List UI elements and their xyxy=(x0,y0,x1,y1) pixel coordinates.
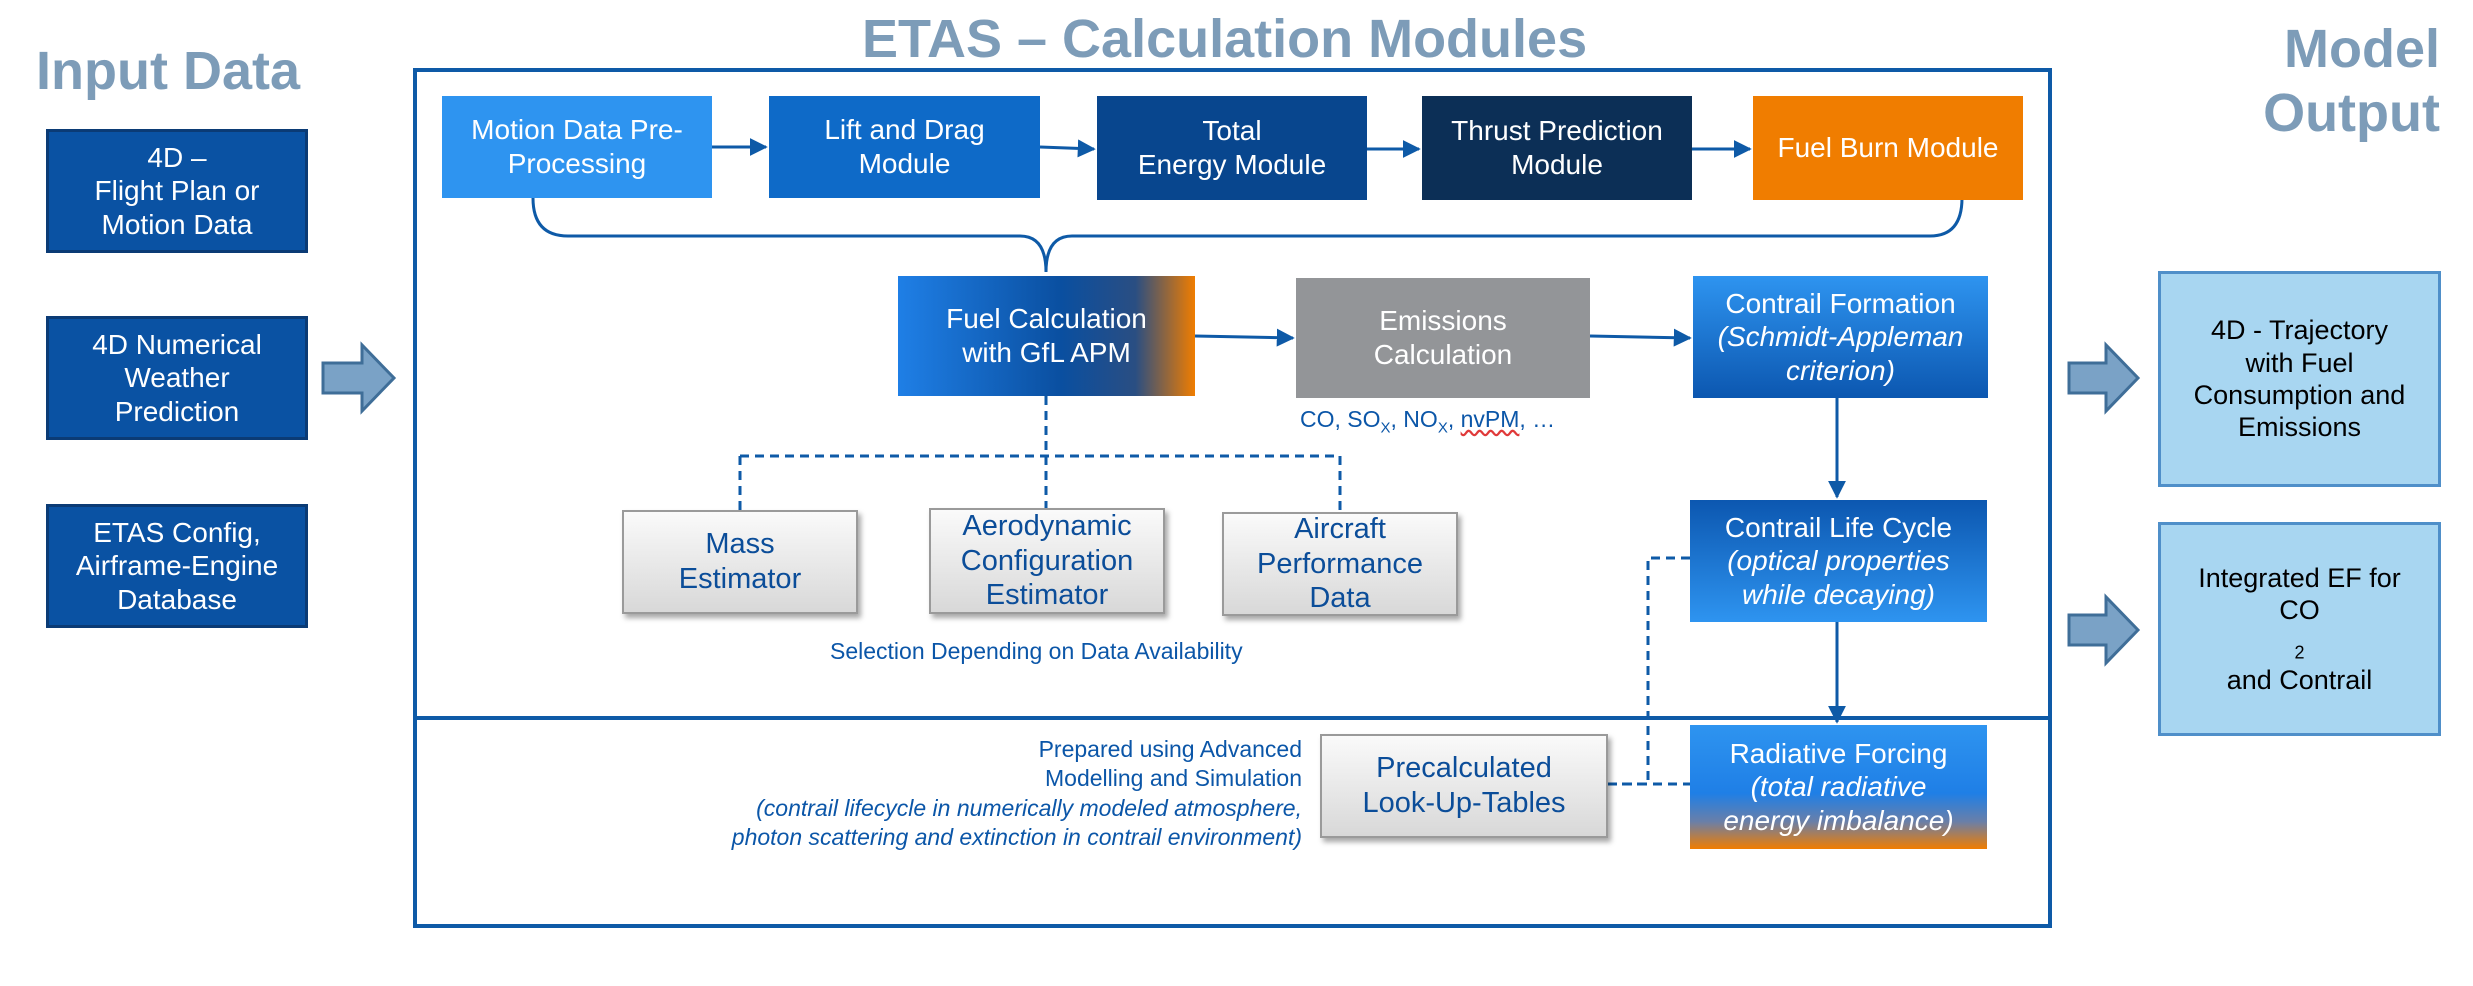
species-tail: , … xyxy=(1519,406,1556,432)
module-motion-line1: Motion Data Pre- xyxy=(471,114,683,146)
output-trajectory-line1: 4D - Trajectory xyxy=(2210,315,2389,346)
output-flow-arrow-2 xyxy=(2067,593,2141,667)
prepared-line1: Prepared using Advanced xyxy=(1038,736,1302,762)
input-flight-plan-line2: Flight Plan or xyxy=(94,175,260,207)
input-etas-config: ETAS Config, Airframe-Engine Database xyxy=(46,504,308,628)
estimator-mass-line1: Mass xyxy=(705,528,775,561)
prepared-italic-line2: photon scattering and extinction in cont… xyxy=(731,824,1302,851)
selection-note: Selection Depending on Data Availability xyxy=(830,638,1243,664)
radiative-title: Radiative Forcing xyxy=(1729,737,1948,769)
lookup-line2: Look-Up-Tables xyxy=(1362,787,1566,819)
radiative-sub2: energy imbalance) xyxy=(1723,804,1954,836)
input-config-line3: Database xyxy=(117,583,237,615)
output-ef-co2-sub: 2 xyxy=(2294,642,2305,663)
species-co-so: CO, SO xyxy=(1300,406,1381,432)
lookup-dashed-connector xyxy=(1608,556,1690,786)
species-separator: , xyxy=(1447,406,1461,432)
lookup-line1: Precalculated xyxy=(1376,752,1552,785)
species-nox: , NO xyxy=(1390,406,1438,432)
input-flow-arrow xyxy=(321,341,397,415)
module-total-energy: Total Energy Module xyxy=(1097,96,1367,200)
module-contrail-life-cycle: Contrail Life Cycle (optical properties … xyxy=(1690,500,1987,622)
contrail-life-title: Contrail Life Cycle xyxy=(1724,511,1953,543)
precalculated-lookup-tables: Precalculated Look-Up-Tables xyxy=(1320,734,1608,838)
output-ef-co: CO xyxy=(2279,595,2320,626)
module-lift-line2: Module xyxy=(858,148,951,179)
model-output-heading-line2: Output xyxy=(2263,82,2440,143)
input-flight-plan: 4D – Flight Plan or Motion Data xyxy=(46,129,308,253)
estimator-mass: Mass Estimator xyxy=(622,510,858,614)
output-ef-line1: Integrated EF for xyxy=(2198,562,2401,593)
contrail-formation-title: Contrail Formation xyxy=(1725,287,1956,319)
species-sox-sub: X xyxy=(1380,419,1391,437)
arrow-fuelcalc-to-emissions xyxy=(1194,328,1295,347)
radiative-sub1: (total radiative xyxy=(1750,771,1927,803)
input-weather-line3: Prediction xyxy=(114,395,240,427)
output-flow-arrow-1 xyxy=(2067,341,2141,415)
input-weather-prediction: 4D Numerical Weather Prediction xyxy=(46,316,308,440)
output-trajectory: 4D - Trajectory with Fuel Consumption an… xyxy=(2158,271,2441,487)
module-fuelcalc-line1: Fuel Calculation xyxy=(946,303,1147,335)
module-emissions-line1: Emissions xyxy=(1379,305,1507,337)
estimator-perf-line2: Performance xyxy=(1256,547,1423,580)
estimator-aero-line1: Aerodynamic xyxy=(962,509,1132,542)
contrail-formation-sub1: (Schmidt-Appleman xyxy=(1717,321,1964,353)
module-energy-line1: Total xyxy=(1202,115,1262,147)
estimator-aero-line3: Estimator xyxy=(985,579,1109,612)
module-radiative-forcing: Radiative Forcing (total radiative energ… xyxy=(1690,725,1987,849)
top-row-brace xyxy=(531,197,1964,273)
output-integrated-ef: Integrated EF for CO 2 and Contrail xyxy=(2158,522,2441,736)
estimator-perf-line3: Data xyxy=(1309,582,1371,615)
input-config-line1: ETAS Config, xyxy=(93,516,261,548)
module-lift-drag: Lift and Drag Module xyxy=(769,96,1040,198)
module-motion-line2: Processing xyxy=(507,148,647,179)
module-emissions-line2: Calculation xyxy=(1373,339,1513,370)
contrail-formation-sub2: criterion) xyxy=(1786,354,1895,386)
module-lift-line1: Lift and Drag xyxy=(824,114,985,146)
module-emissions-calculation: Emissions Calculation xyxy=(1296,278,1590,398)
module-motion-preprocessing: Motion Data Pre- Processing xyxy=(442,96,712,198)
module-energy-line2: Energy Module xyxy=(1137,149,1327,180)
module-fuel-calculation: Fuel Calculation with GfL APM xyxy=(898,276,1195,396)
module-fuelburn-line1: Fuel Burn Module xyxy=(1777,132,1999,164)
prepared-italic-line1: (contrail lifecycle in numerically model… xyxy=(756,794,1302,821)
output-ef-line2: CO 2 and Contrail xyxy=(2227,594,2373,696)
input-weather-line2: Weather xyxy=(124,362,230,394)
output-trajectory-line3: Consumption and xyxy=(2193,380,2406,410)
input-flight-plan-line1: 4D – xyxy=(147,141,207,173)
module-contrail-formation: Contrail Formation (Schmidt-Appleman cri… xyxy=(1693,276,1988,398)
input-weather-line1: 4D Numerical xyxy=(92,328,262,360)
estimator-aircraft-performance: Aircraft Performance Data xyxy=(1222,512,1458,616)
module-thrust-prediction: Thrust Prediction Module xyxy=(1422,96,1692,200)
estimator-dashed-tree xyxy=(738,396,1342,512)
prepared-line2: Modelling and Simulation xyxy=(1045,765,1302,792)
emissions-species-label: CO, SOX, NOX, nvPM, … xyxy=(1300,406,1555,437)
estimator-aerodynamic: Aerodynamic Configuration Estimator xyxy=(929,508,1165,614)
arrow-emissions-to-contrail xyxy=(1589,328,1692,347)
estimator-mass-line2: Estimator xyxy=(678,563,802,595)
input-config-line2: Airframe-Engine xyxy=(75,550,279,582)
output-trajectory-line2: with Fuel xyxy=(2245,347,2354,378)
species-nox-sub: X xyxy=(1437,419,1448,437)
module-fuelcalc-line2: with GfL APM xyxy=(962,337,1131,368)
output-trajectory-line4: Emissions xyxy=(2237,412,2362,443)
output-ef-contrail: and Contrail xyxy=(2226,664,2373,695)
contrail-life-sub2: while decaying) xyxy=(1742,578,1935,610)
model-output-heading: Model Output xyxy=(2140,18,2440,145)
input-flight-plan-line3: Motion Data xyxy=(101,208,253,240)
estimator-aero-line2: Configuration xyxy=(960,544,1134,577)
input-data-heading: Input Data xyxy=(36,41,300,101)
model-output-heading-line1: Model xyxy=(2284,19,2440,79)
module-thrust-line2: Module xyxy=(1511,149,1603,180)
calculation-frame xyxy=(413,68,2052,928)
contrail-life-sub1: (optical properties xyxy=(1727,545,1950,577)
module-thrust-line1: Thrust Prediction xyxy=(1451,115,1663,147)
estimator-perf-line1: Aircraft xyxy=(1294,512,1386,545)
calculation-modules-heading: ETAS – Calculation Modules xyxy=(862,9,1588,69)
arrow-lift-to-energy xyxy=(1039,139,1096,158)
module-fuel-burn: Fuel Burn Module xyxy=(1753,96,2023,200)
prepared-note: Prepared using Advanced Modelling and Si… xyxy=(640,735,1302,853)
species-nvpm: nvPM xyxy=(1460,406,1520,432)
